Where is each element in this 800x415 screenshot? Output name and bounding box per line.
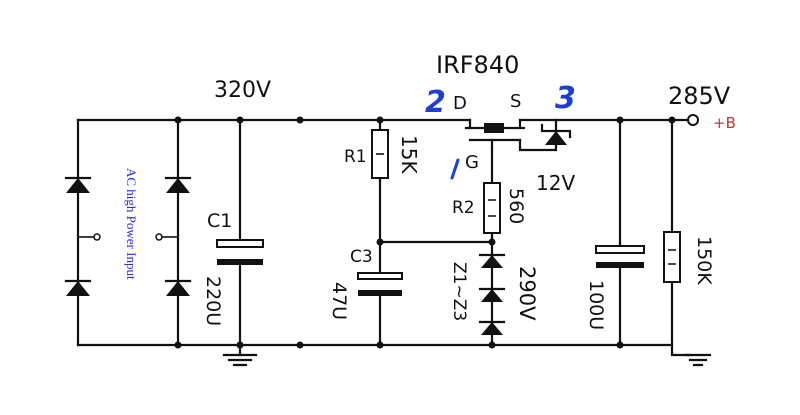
junction-dot (236, 341, 244, 349)
bridge-diode-2 (64, 279, 92, 296)
junction-dot (236, 116, 244, 124)
junction-dot (668, 116, 676, 124)
r2-value: 560 (505, 188, 527, 224)
zener-name: Z1~Z3 (449, 262, 469, 321)
output-terminal (687, 114, 699, 126)
plus-b-label: +B (713, 114, 736, 132)
c3-value: 47U (328, 282, 350, 320)
junction-dot (174, 116, 182, 124)
capacitor-c3 (357, 272, 403, 296)
bridge-diode-3 (164, 176, 192, 193)
r1-label: R1 (344, 147, 367, 167)
mosfet-label: IRF840 (436, 51, 519, 79)
resistor-r1 (371, 129, 389, 179)
zener-12v (540, 123, 572, 145)
resistor-load (663, 231, 681, 283)
zener12-wire (518, 118, 558, 152)
blue-slash-gate (450, 158, 460, 180)
voltage-320: 320V (214, 78, 271, 103)
source-label: S (510, 91, 521, 112)
zener-value: 290V (515, 266, 539, 321)
ac-terminal-left (93, 233, 101, 241)
drain-label: D (453, 93, 467, 114)
zener-z3 (478, 320, 506, 335)
junction-dot (296, 341, 304, 349)
junction-dot (616, 341, 624, 349)
junction-dot (174, 341, 182, 349)
pin-drain-number: 2 (425, 85, 446, 120)
ac-terminal-right (155, 233, 163, 241)
junction-dot (376, 341, 384, 349)
junction-dot (296, 116, 304, 124)
junction-dot (488, 341, 496, 349)
r1-value: 15K (397, 135, 421, 174)
zener-z1 (478, 253, 506, 268)
bridge-diode-1 (64, 176, 92, 193)
c1-value: 220U (202, 276, 224, 326)
pin-source-number: 3 (555, 81, 576, 116)
r2-label: R2 (452, 198, 475, 218)
capacitor-output (595, 245, 645, 268)
pin-gate-number: 1 (448, 179, 449, 181)
c1-label: C1 (207, 210, 232, 232)
ground-icon (684, 353, 712, 367)
cout-value: 100U (585, 280, 607, 330)
c3-label: C3 (350, 247, 373, 267)
zener-z2 (478, 287, 506, 302)
ac-input-label: AC high Power Input (124, 168, 139, 280)
junction-dot (616, 116, 624, 124)
capacitor-c1 (216, 239, 264, 265)
voltage-285: 285V (668, 82, 731, 110)
resistor-r2 (483, 182, 501, 234)
rload-value: 150K (693, 236, 715, 285)
gate-label: G (465, 152, 479, 173)
junction-dot (376, 238, 384, 246)
junction-dot (488, 238, 496, 246)
rload-wire-bottom (670, 280, 692, 357)
zener-12v-label: 12V (536, 171, 575, 195)
ground-icon (222, 353, 258, 367)
bridge-diode-4 (164, 279, 192, 296)
junction-dot (376, 116, 384, 124)
mosfet-irf840 (464, 118, 526, 150)
